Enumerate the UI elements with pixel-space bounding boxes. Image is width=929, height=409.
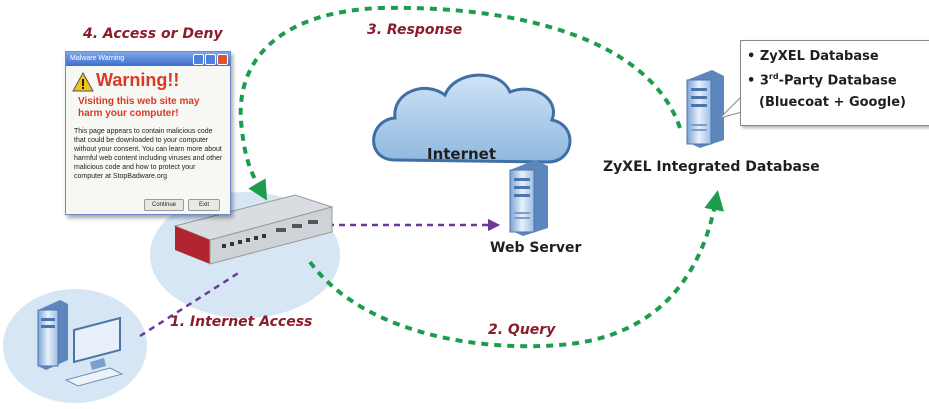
callout-line-1: • ZyXEL Database bbox=[747, 49, 879, 64]
internet-access-label: 1. Internet Access bbox=[170, 314, 313, 330]
web-server-label: Web Server bbox=[490, 240, 582, 256]
close-icon[interactable] bbox=[217, 54, 228, 65]
internet-cloud-icon bbox=[372, 73, 572, 164]
warning-subheading: Visiting this web site may harm your com… bbox=[78, 96, 200, 119]
exit-button[interactable]: Exit bbox=[188, 199, 220, 211]
database-callout: • ZyXEL Database • 3rd-Party Database (B… bbox=[740, 40, 929, 126]
access-or-deny-label: 4. Access or Deny bbox=[83, 26, 223, 42]
window-title: Malware Warning bbox=[70, 55, 125, 62]
window-title-bar: Malware Warning bbox=[66, 52, 230, 66]
warning-body-text: This page appears to contain malicious c… bbox=[74, 128, 223, 180]
web-server-icon bbox=[509, 160, 548, 236]
callout-line-2: • 3rd-Party Database bbox=[747, 72, 897, 89]
response-arrow bbox=[238, 5, 682, 201]
continue-button[interactable]: Continue bbox=[144, 199, 184, 211]
warning-triangle-icon bbox=[72, 72, 94, 92]
maximize-icon[interactable] bbox=[205, 54, 216, 65]
callout-line-3: (Bluecoat + Google) bbox=[759, 95, 906, 110]
internet-access-arrow bbox=[139, 270, 241, 338]
response-label: 3. Response bbox=[367, 22, 463, 38]
query-arrow bbox=[308, 190, 724, 349]
internet-label: Internet bbox=[427, 145, 497, 163]
client-computer-icon bbox=[37, 300, 124, 387]
query-label: 2. Query bbox=[488, 322, 556, 338]
malware-warning-window: Malware Warning Warning!! Visiting this … bbox=[65, 51, 231, 215]
warning-heading: Warning!! bbox=[96, 70, 180, 90]
minimize-icon[interactable] bbox=[193, 54, 204, 65]
database-server-icon bbox=[686, 70, 724, 148]
database-label: ZyXEL Integrated Database bbox=[603, 159, 820, 175]
firewall-device-icon bbox=[173, 194, 334, 265]
